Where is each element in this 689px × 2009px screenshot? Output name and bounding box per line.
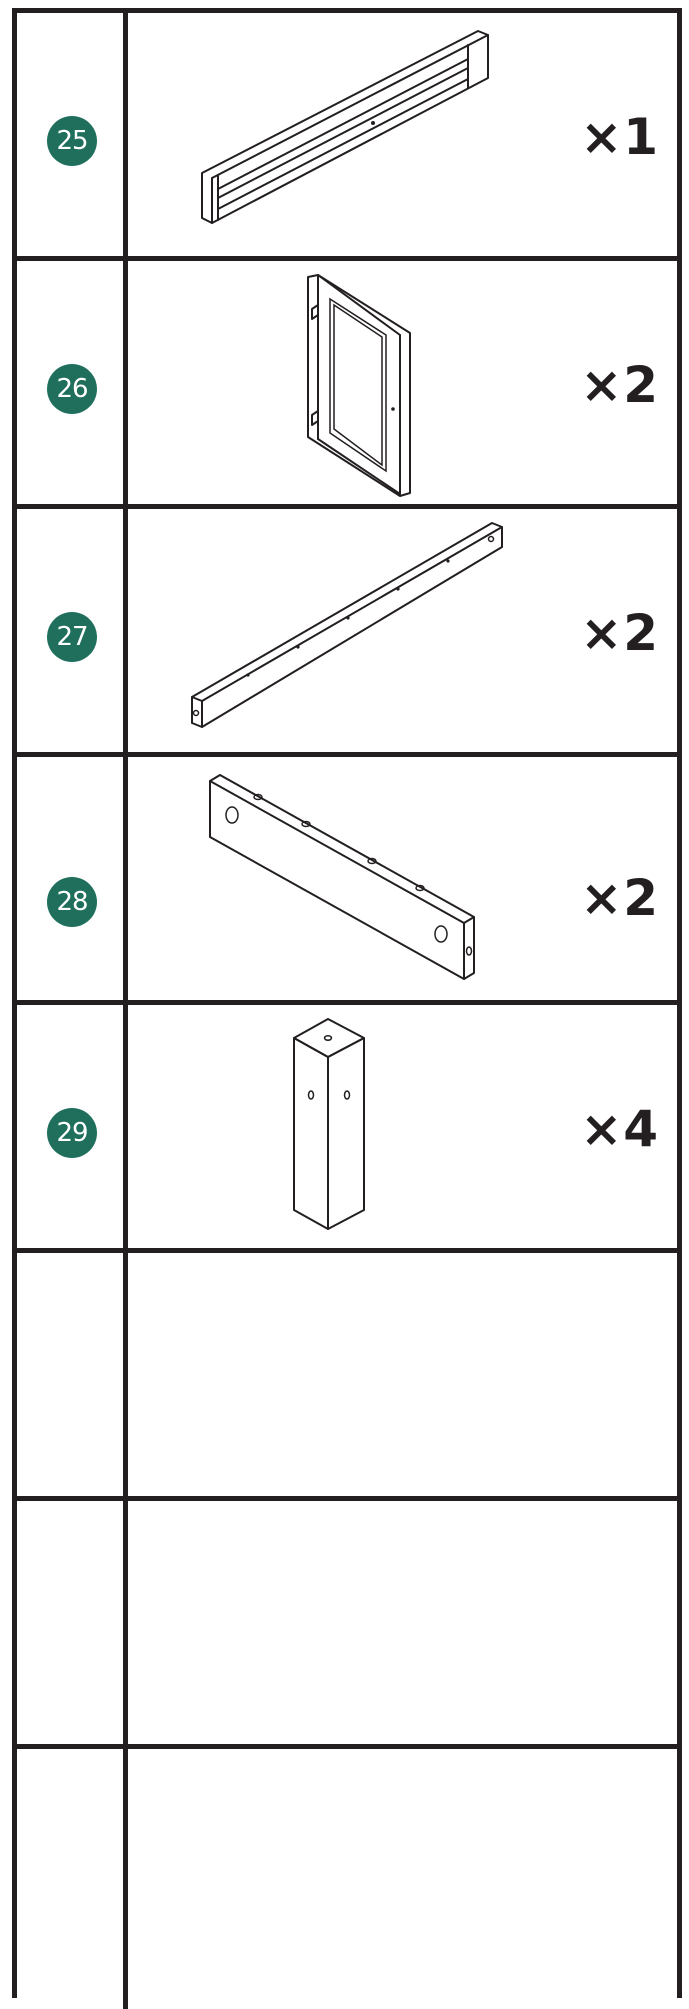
part-number-cell [17,1501,128,1744]
empty-row [17,1253,677,1501]
side-beam-icon [128,757,668,1000]
part-number-cell [17,1749,128,2009]
part-row-29: 29 ×4 [17,1005,677,1253]
part-row-27: 27 ×2 [17,509,677,757]
part-number-cell [17,1253,128,1496]
quantity-label: ×2 [580,869,659,927]
part-number-cell: 26 [17,261,128,504]
quantity-label: ×2 [580,356,659,414]
quantity-label: ×2 [580,604,659,662]
part-number-cell: 27 [17,509,128,752]
part-row-28: 28 ×2 [17,757,677,1005]
part-row-26: 26 ×2 [17,261,677,509]
part-row-25: 25 ×1 [17,13,677,261]
leg-post-icon [128,1005,668,1248]
part-number-cell: 28 [17,757,128,1000]
long-rail-icon [128,509,668,752]
part-number-cell: 25 [17,13,128,256]
part-number-badge: 29 [47,1108,97,1158]
quantity-label: ×4 [580,1100,659,1158]
part-number-cell: 29 [17,1005,128,1248]
part-number-badge: 27 [47,612,97,662]
part-number-badge: 28 [47,877,97,927]
empty-row [17,1749,677,2009]
empty-row [17,1501,677,1749]
part-number-badge: 25 [47,116,97,166]
front-rail-panel-icon [128,13,668,256]
part-number-badge: 26 [47,364,97,414]
glass-door-icon [128,261,668,504]
parts-list-table: 25 ×1 26 [12,8,682,2009]
quantity-label: ×1 [580,108,659,166]
